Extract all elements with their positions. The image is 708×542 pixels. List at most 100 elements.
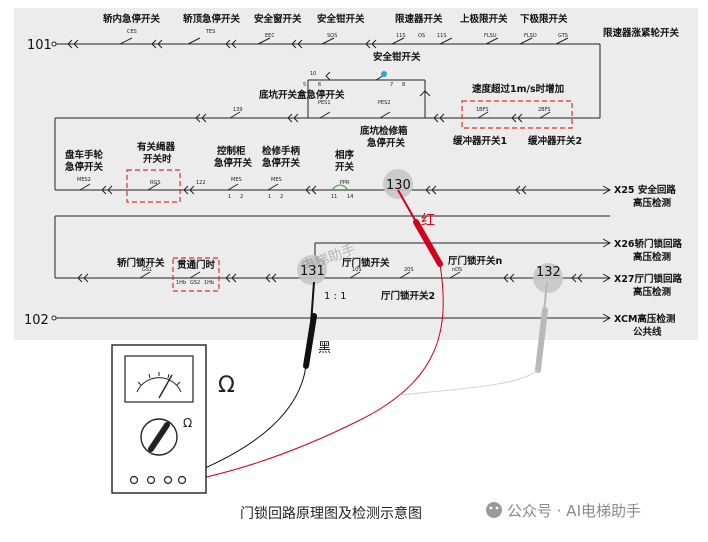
- code-eec: EEC: [265, 33, 275, 39]
- code-1hb-b: 1Hb: [204, 280, 214, 286]
- node-102: 102: [24, 313, 49, 328]
- label-hall-door: 厅门锁开关: [342, 257, 390, 269]
- diagram-panel: [14, 8, 698, 340]
- multimeter-jack-com: [163, 475, 173, 485]
- label-pit-check-line2: 急停开关: [367, 137, 406, 149]
- test-point-131-label: 131: [300, 264, 325, 279]
- diagram-caption: 门锁回路原理图及检测示意图: [240, 505, 422, 522]
- code-ppr: PPR: [340, 180, 350, 186]
- label-hall-door-n: 厅门锁开关n: [448, 255, 503, 267]
- row3-labels: 盘车手轮 急停开关 有关绳器 开关时 控制柜 急停开关 检修手柄 急停开关 相序…: [65, 141, 676, 209]
- multimeter-ohm-small: Ω: [183, 416, 192, 430]
- row4-wire: [51, 238, 612, 323]
- label-buffer-2: 缓冲器开关2: [528, 135, 582, 147]
- code-nds: nDS: [452, 267, 462, 273]
- label-one-to-one: 1 : 1: [324, 291, 346, 302]
- code-pes2: PES2: [378, 100, 391, 106]
- gray-probe-body: [535, 307, 548, 373]
- red-probe-label: 红: [421, 213, 435, 229]
- code-os: OS: [418, 33, 425, 39]
- code-11s-b: 11S: [437, 33, 447, 39]
- wechat-icon: [486, 502, 502, 518]
- code-6: 6: [318, 82, 321, 88]
- multimeter-scale-ticks: [137, 372, 181, 386]
- footer-brand: 公众号 · AI电梯助手: [486, 502, 641, 520]
- code-2-b: 2: [280, 194, 283, 200]
- code-flsd: FLSD: [524, 33, 537, 39]
- multimeter-scale-arc: [136, 377, 182, 393]
- code-7: 7: [390, 82, 393, 88]
- code-1-b: 1: [268, 194, 271, 200]
- code-20s: 20S: [404, 267, 414, 273]
- red-lead: [182, 263, 444, 483]
- code-gs2: GS2: [190, 280, 200, 286]
- code-2-a: 2: [240, 194, 243, 200]
- label-x26-l2: 高压检测: [633, 251, 672, 263]
- code-1bfs: 1BFS: [476, 107, 489, 113]
- top-row-labels: 轿内急停开关 轿顶急停开关 安全窗开关 安全钳开关 限速器开关 上极限开关 下极…: [103, 13, 680, 39]
- code-sos: SOS: [327, 33, 337, 39]
- multimeter-jack-2: [146, 475, 156, 485]
- code-10s: 10S: [352, 267, 362, 273]
- label-connect-door: 贯通门时: [177, 259, 216, 271]
- rope-switch-dashed-box: [126, 169, 181, 203]
- code-14: 14: [347, 194, 353, 200]
- ohm-symbol-large: Ω: [218, 373, 235, 398]
- multimeter-jack-ohm: [177, 475, 187, 485]
- label-x27-l1: X27厅门锁回路: [614, 273, 683, 285]
- label-upper-limit: 上极限开关: [460, 13, 508, 25]
- wechat-icon-eye-right: [495, 506, 499, 510]
- mid-row-codes: 10 5 6 7 8 139 PES1 PES2 1BFS 2BFS: [233, 71, 551, 113]
- multimeter-needle: [158, 374, 173, 399]
- label-buffer-1: 缓冲器开关1: [453, 135, 507, 147]
- multimeter-jack-1: [129, 475, 139, 485]
- row3-codes: MES2 RGS 122 MES 1 2 MES 1 2 PPR 11 14: [77, 177, 353, 200]
- label-x25-l1: X25 安全回路: [614, 184, 676, 196]
- code-flsu: FLSU: [484, 33, 497, 39]
- label-xcm-l1: XCM高压检测: [614, 313, 676, 325]
- label-rope-l1: 有关绳器: [137, 141, 176, 153]
- code-1hb-a: 1Hb: [176, 280, 186, 286]
- safety-clamp-indicator: [381, 71, 387, 77]
- test-point-130: [383, 169, 413, 199]
- multimeter: Ω: [111, 344, 207, 494]
- multimeter-dial-pointer: [148, 422, 170, 452]
- label-safety-window: 安全窗开关: [254, 13, 302, 25]
- gray-lead: [399, 369, 539, 396]
- phase-seq-symbol: [331, 184, 349, 191]
- code-pes1: PES1: [318, 100, 331, 106]
- label-phase-l1: 相序: [335, 149, 355, 161]
- label-lower-limit: 下极限开关: [520, 13, 568, 25]
- label-handwheel-l2: 急停开关: [65, 161, 104, 173]
- code-2bfs: 2BFS: [538, 107, 551, 113]
- code-tes: TES: [205, 29, 215, 35]
- wechat-icon-eye-left: [489, 506, 493, 510]
- mid-row-labels: 安全钳开关 底坑开关盒急停开关 底坑检修箱 急停开关 速度超过1m/s时增加 缓…: [258, 51, 582, 149]
- label-x26-l1: X26轿门锁回路: [614, 238, 683, 250]
- label-overspeed: 速度超过1m/s时增加: [472, 83, 564, 95]
- code-gs1: GS1: [142, 267, 152, 273]
- code-122: 122: [196, 180, 206, 186]
- row4-codes: GS1 1Hb GS2 1Hb 10S 20S nDS: [142, 267, 462, 286]
- black-probe-body: [303, 313, 317, 369]
- code-5: 5: [303, 82, 306, 88]
- label-governor: 限速器开关: [395, 13, 443, 25]
- label-handwheel-l1: 盘车手轮: [65, 149, 104, 161]
- node-101: 101: [27, 38, 52, 53]
- code-10: 10: [310, 71, 316, 77]
- code-139: 139: [233, 107, 243, 113]
- label-control-cab-l1: 控制柜: [217, 145, 246, 157]
- label-xcm-l2: 公共线: [633, 326, 662, 338]
- label-hall-door-2: 厅门锁开关2: [381, 290, 435, 302]
- label-pit-estop: 底坑开关盒急停开关: [258, 89, 345, 101]
- label-maint-handle-l2: 急停开关: [262, 157, 301, 169]
- code-8: 8: [402, 82, 405, 88]
- label-safety-gear: 安全钳开关: [317, 13, 365, 25]
- code-mes2: MES2: [77, 177, 91, 183]
- footer-brand-text: 公众号 · AI电梯助手: [507, 502, 641, 520]
- label-x27-l2: 高压检测: [633, 286, 672, 298]
- test-point-131: [297, 255, 327, 285]
- label-governor-tension: 限速器涨紧轮开关: [603, 27, 680, 39]
- mid-row-wire: [54, 44, 601, 190]
